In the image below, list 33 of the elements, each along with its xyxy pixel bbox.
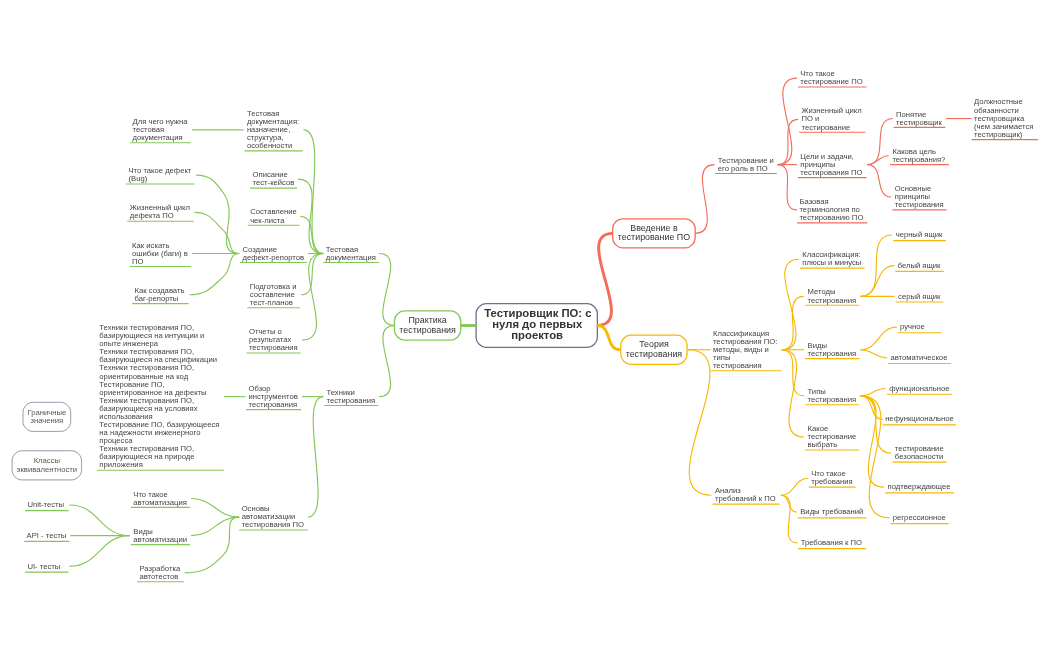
connector xyxy=(781,348,805,396)
connector xyxy=(378,252,395,326)
connector xyxy=(223,395,246,397)
connector xyxy=(780,477,809,496)
node-box: Теория тестирования xyxy=(620,334,688,365)
connector xyxy=(945,117,973,119)
connector xyxy=(191,128,245,130)
connector xyxy=(378,324,395,397)
node-box: Практика тестирования xyxy=(393,309,462,341)
connector xyxy=(188,252,240,295)
connector xyxy=(307,395,324,518)
connector xyxy=(866,163,892,198)
connector xyxy=(184,516,240,573)
connector xyxy=(859,295,895,297)
connector xyxy=(597,323,621,351)
node-box: Введение в тестирование ПО xyxy=(612,217,696,249)
connector xyxy=(195,174,240,254)
connector xyxy=(68,534,131,567)
connector xyxy=(301,395,324,397)
connector xyxy=(190,497,240,518)
connector xyxy=(859,264,895,297)
node-box: Тестировщик ПО: с нуля до первых проектов xyxy=(475,302,598,348)
connector xyxy=(859,233,893,297)
connector xyxy=(781,258,800,350)
connector xyxy=(687,348,712,496)
connector xyxy=(193,211,240,254)
connector xyxy=(460,323,477,327)
connector xyxy=(859,394,891,518)
connector xyxy=(859,348,888,358)
connector xyxy=(781,348,805,438)
connector xyxy=(777,163,798,210)
connector xyxy=(694,163,716,234)
connector xyxy=(780,494,798,544)
